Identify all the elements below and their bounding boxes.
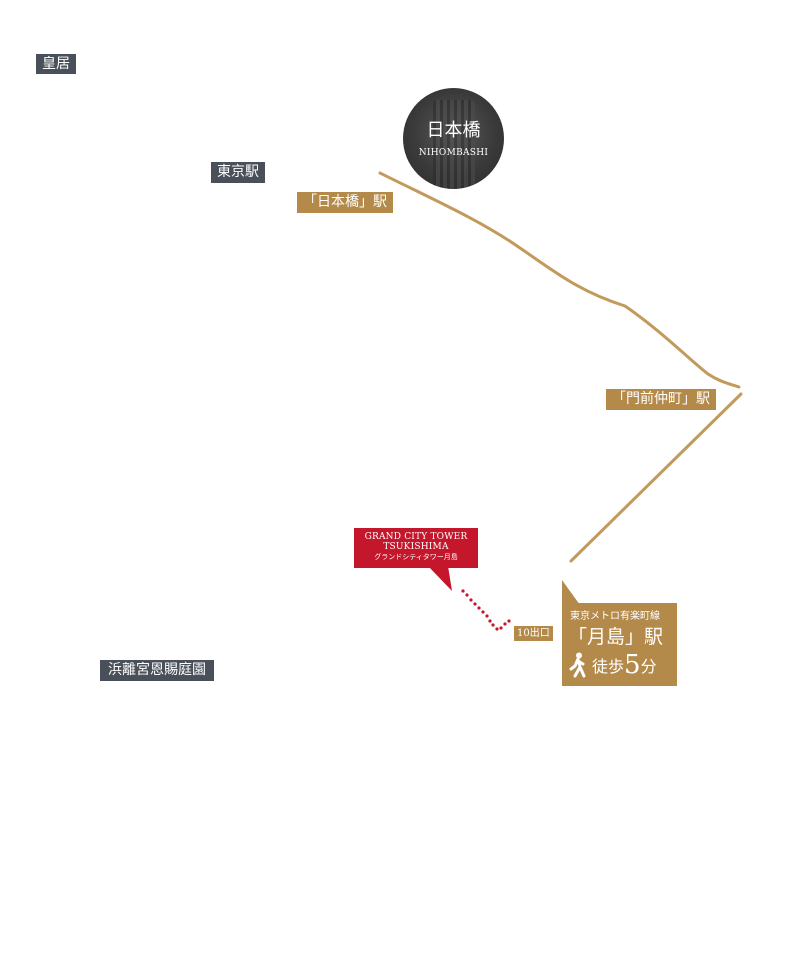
station-card-pointer (562, 580, 580, 605)
walk-time: 徒歩5分 (568, 652, 657, 682)
walk-minutes: 5 (624, 650, 641, 680)
landmark-name-jp: 日本橋 (426, 120, 481, 141)
property-name-line2: TSUKISHIMA (383, 542, 449, 552)
route-line-upper (378, 171, 741, 389)
property-callout: GRAND CITY TOWER TSUKISHIMA グランドシティタワー月島 (354, 528, 478, 568)
walking-path-dots (461, 589, 511, 631)
route-line-lower (569, 392, 743, 563)
tokyo-station-label: 東京駅 (211, 162, 265, 183)
landmark-name-en: NIHOMBASHI (418, 148, 489, 158)
nihombashi-station-label: 「日本橋」駅 (297, 192, 393, 213)
walk-unit: 分 (640, 657, 657, 676)
monzen-nakacho-station-label: 「門前仲町」駅 (606, 389, 716, 410)
imperial-palace-label: 皇居 (36, 54, 76, 74)
property-name-jp: グランドシティタワー月島 (374, 553, 458, 561)
nihombashi-landmark: 日本橋 NIHOMBASHI (403, 88, 504, 189)
building-photo (433, 100, 475, 189)
line-name: 東京メトロ有楽町線 (570, 611, 660, 622)
tsukishima-station-card: 東京メトロ有楽町線 「月島」駅 徒歩5分 (562, 603, 677, 686)
property-name-line1: GRAND CITY TOWER (364, 532, 468, 542)
walk-label: 徒歩 (592, 657, 625, 676)
station-name: 「月島」駅 (568, 626, 664, 648)
property-callout-pointer (428, 566, 452, 591)
walking-person-icon (569, 652, 586, 678)
hamarikyu-garden-label: 浜離宮恩賜庭園 (100, 660, 214, 681)
exit-label: 10出口 (514, 626, 553, 641)
